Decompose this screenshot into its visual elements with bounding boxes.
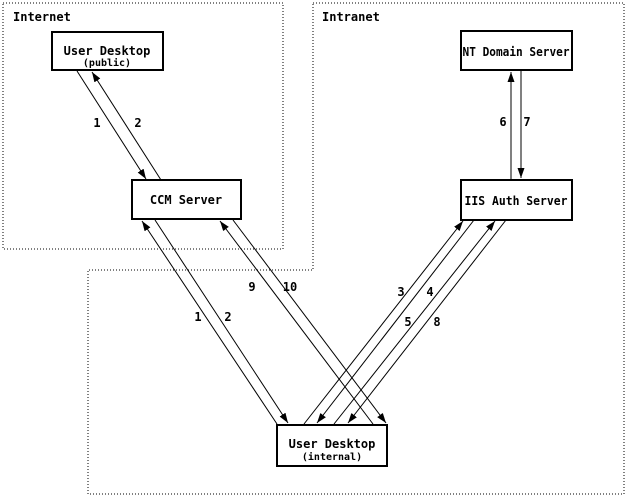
ccm-server-title: CCM Server — [150, 193, 222, 207]
arrow-internal-desktop-to-ccm — [141, 220, 278, 425]
arrow-internal-desktop-to-iis-request — [303, 220, 464, 425]
edge-label-10: 10 — [283, 280, 297, 294]
arrow-ccm-to-internal-desktop-content — [232, 219, 387, 424]
node-nt-domain-server — [460, 30, 573, 71]
arrow-internal-desktop-to-ccm-cookie — [219, 220, 374, 425]
arrow-ccm-to-public-desktop — [91, 71, 162, 181]
user-desktop-public-title: User Desktop — [64, 44, 151, 58]
node-iis-auth-server — [460, 179, 573, 221]
edge-label-9: 9 — [248, 280, 255, 294]
edge-label-2-public: 2 — [134, 116, 141, 130]
edge-label-3: 3 — [397, 285, 404, 299]
nt-domain-server-title: NT Domain Server — [463, 45, 570, 59]
edge-label-8: 8 — [433, 315, 440, 329]
edge-label-7: 7 — [523, 115, 530, 129]
arrow-ccm-to-internal-desktop — [154, 219, 289, 424]
edge-label-5: 5 — [404, 315, 411, 329]
node-ccm-server — [131, 179, 242, 220]
user-desktop-internal-subtitle: (internal) — [302, 451, 362, 463]
arrow-iis-to-internal-desktop-response — [347, 219, 507, 424]
edge-label-1-public: 1 — [93, 116, 100, 130]
edge-label-6: 6 — [499, 115, 506, 129]
node-user-desktop-public — [51, 31, 164, 71]
user-desktop-public-subtitle: (public) — [83, 57, 131, 69]
node-user-desktop-internal — [276, 424, 388, 467]
intranet-zone-border — [87, 2, 625, 495]
arrow-iis-to-internal-desktop-challenge — [316, 219, 475, 424]
intranet-zone-label: Intranet — [322, 10, 380, 24]
arrow-public-desktop-to-ccm — [76, 70, 147, 180]
internet-zone-border — [2, 2, 284, 250]
user-desktop-internal-title: User Desktop — [289, 437, 376, 451]
edge-label-2-internal: 2 — [224, 310, 231, 324]
internet-zone-label: Internet — [13, 10, 71, 24]
arrow-internal-desktop-to-iis-credentials — [333, 220, 496, 425]
edge-label-1-internal: 1 — [194, 310, 201, 324]
iis-auth-server-title: IIS Auth Server — [465, 194, 568, 208]
edge-label-4: 4 — [426, 285, 433, 299]
